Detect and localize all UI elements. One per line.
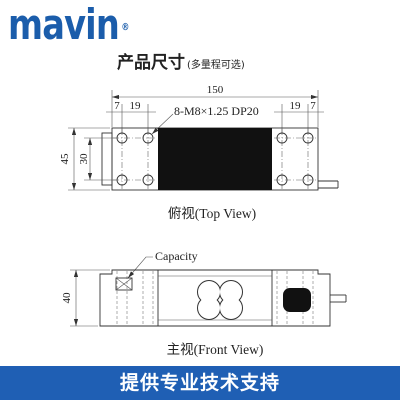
overall-width-label: 45: [59, 153, 71, 165]
binocular-cutout: [197, 280, 243, 320]
capacity-marker-box: [115, 277, 133, 291]
cutout-lobe-fill: [220, 297, 242, 319]
mounting-hole: [116, 132, 128, 144]
cable-gland: [283, 288, 311, 312]
overall-length-label: 150: [207, 84, 224, 96]
bottom-banner: 提供专业技术支持: [0, 366, 400, 400]
hole-spacing-label: 30: [78, 153, 90, 165]
dim-overall-length: 150: [111, 84, 319, 127]
callout-leader: [151, 113, 174, 135]
front-view: Capacity: [61, 249, 347, 357]
capacity-leader: [127, 256, 153, 279]
hole-callout-label: 8-M8×1.25 DP20: [174, 104, 259, 118]
mounting-hole: [142, 132, 154, 144]
dim-hole-spacing: 30: [78, 137, 116, 181]
end-flange: [101, 132, 113, 186]
marker-box-hatch: [115, 277, 133, 291]
brand-name: mavin: [8, 0, 120, 49]
title-main: 产品尺寸: [117, 53, 185, 73]
load-cell-profile: [99, 269, 331, 327]
mounting-hole: [302, 132, 314, 144]
dim-width: 45: [59, 127, 110, 191]
height-label: 40: [61, 292, 73, 304]
registered-mark: ®: [121, 22, 130, 33]
mounting-hole: [276, 174, 288, 186]
cutout-lobe-fill: [220, 281, 242, 303]
sealed-center-section: [158, 128, 272, 190]
banner-text: 提供专业技术支持: [119, 372, 280, 394]
mounting-hole: [276, 132, 288, 144]
front-view-caption: 主视(Front View): [167, 342, 264, 357]
top-view-body: [101, 127, 339, 191]
left-hole-pitch-label: 19: [130, 100, 142, 112]
title-subtitle: (多量程可选): [187, 60, 245, 71]
capacity-label: Capacity: [155, 249, 198, 263]
top-view-caption: 俯视(Top View): [168, 206, 256, 221]
page-title: 产品尺寸(多量程可选): [117, 48, 245, 73]
marker-box-outline: [115, 277, 133, 291]
right-edge-offset-label: 7: [310, 100, 316, 112]
mounting-hole: [302, 174, 314, 186]
mounting-hole: [142, 174, 154, 186]
cutout-lobe-fill: [198, 297, 220, 319]
front-view-body: [99, 269, 347, 327]
top-view: 150 7 19 19 7 8-M8×1.25 DP20: [59, 84, 339, 221]
cutout-lobe-fill: [198, 281, 220, 303]
left-edge-offset-label: 7: [114, 100, 120, 112]
brand-logo: mavin®: [8, 3, 129, 47]
dim-height: 40: [61, 269, 110, 327]
mounting-hole: [116, 174, 128, 186]
right-hole-pitch-label: 19: [290, 100, 302, 112]
